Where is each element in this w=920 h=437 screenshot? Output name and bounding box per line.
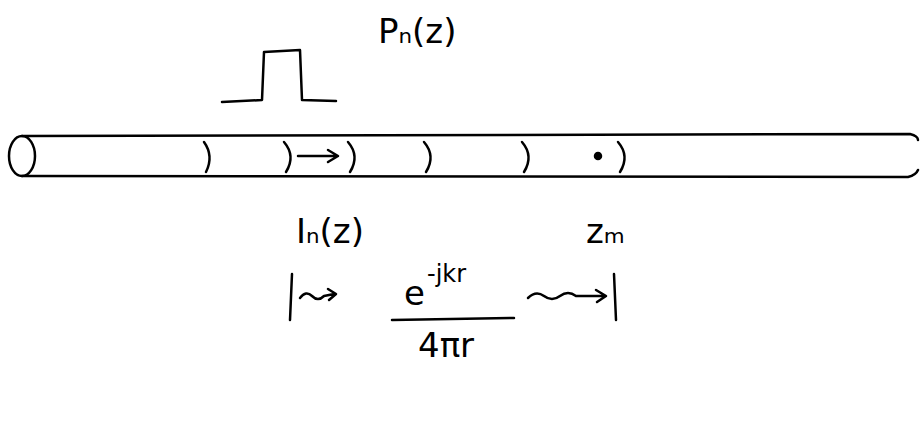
distance-bar xyxy=(290,274,292,320)
wire-end xyxy=(9,136,35,176)
pulse-function xyxy=(222,50,336,102)
distance-bar xyxy=(614,274,616,320)
denominator: 4πr xyxy=(418,328,474,362)
wavy-arrow xyxy=(528,290,606,302)
segment-boundary xyxy=(348,142,355,172)
exponent-base: e xyxy=(404,276,425,310)
wavy-arrow xyxy=(300,289,336,300)
exponent: -jkr xyxy=(427,262,466,286)
segment-boundary xyxy=(204,142,210,172)
segment-boundary xyxy=(522,142,529,172)
basis-function-label: Pₙ(z) xyxy=(378,14,456,48)
fraction-line xyxy=(392,318,514,320)
segment-boundary xyxy=(424,142,431,172)
match-point xyxy=(595,153,601,159)
segment-boundary xyxy=(284,142,291,172)
wire-bottom-edge xyxy=(22,170,918,177)
current-arrow xyxy=(298,150,338,162)
segment-boundary xyxy=(618,142,625,172)
match-point-label: zₘ xyxy=(586,214,625,248)
current-label: Iₙ(z) xyxy=(296,214,364,248)
wire-top-edge xyxy=(22,134,918,140)
